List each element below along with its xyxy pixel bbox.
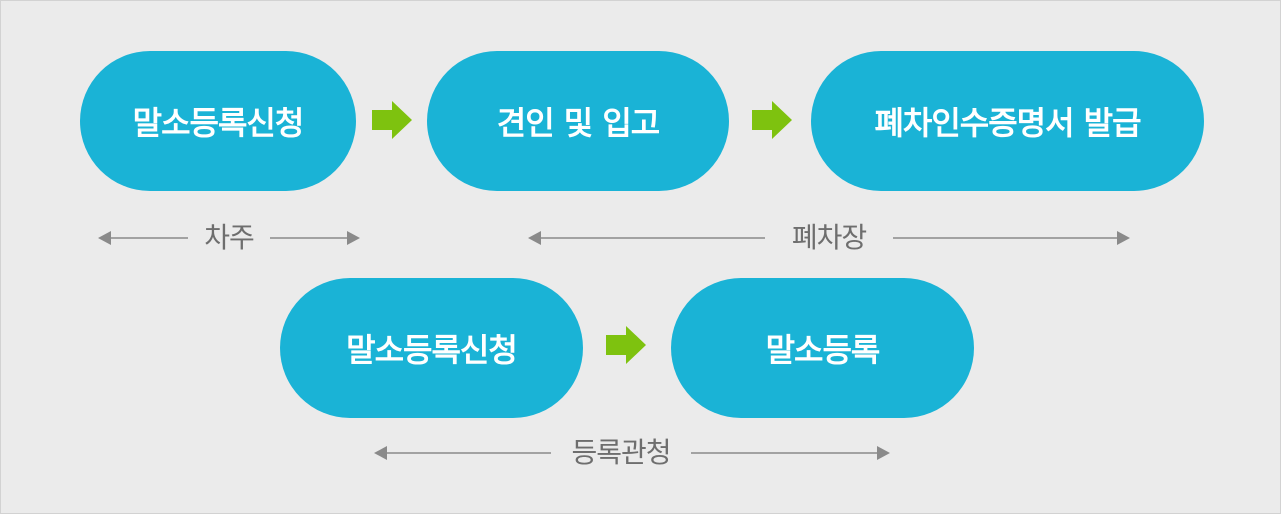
role-label: 등록관청 <box>551 433 691 473</box>
step-label: 말소등록신청 <box>346 331 518 369</box>
role-label: 폐차장 <box>765 218 893 258</box>
step-deregistration-application-office: 말소등록신청 <box>280 278 583 418</box>
step-towing-and-storage: 견인 및 입고 <box>427 51 729 191</box>
role-span-registration-office: 등록관청 <box>374 433 890 473</box>
step-deregistration-application-owner: 말소등록신청 <box>80 51 356 191</box>
green-right-arrow-icon <box>606 326 646 364</box>
step-label: 말소등록 <box>765 331 881 369</box>
step-label: 폐차인수증명서 발급 <box>874 104 1141 142</box>
green-right-arrow-icon <box>752 101 792 139</box>
step-deregistration: 말소등록 <box>671 278 974 418</box>
green-right-arrow-icon <box>372 101 412 139</box>
step-label: 말소등록신청 <box>132 104 305 142</box>
role-label: 차주 <box>188 218 270 258</box>
role-span-owner: 차주 <box>98 218 360 258</box>
role-span-scrapyard: 폐차장 <box>528 218 1130 258</box>
step-scrap-certificate-issuance: 폐차인수증명서 발급 <box>811 51 1204 191</box>
step-label: 견인 및 입고 <box>496 104 660 142</box>
